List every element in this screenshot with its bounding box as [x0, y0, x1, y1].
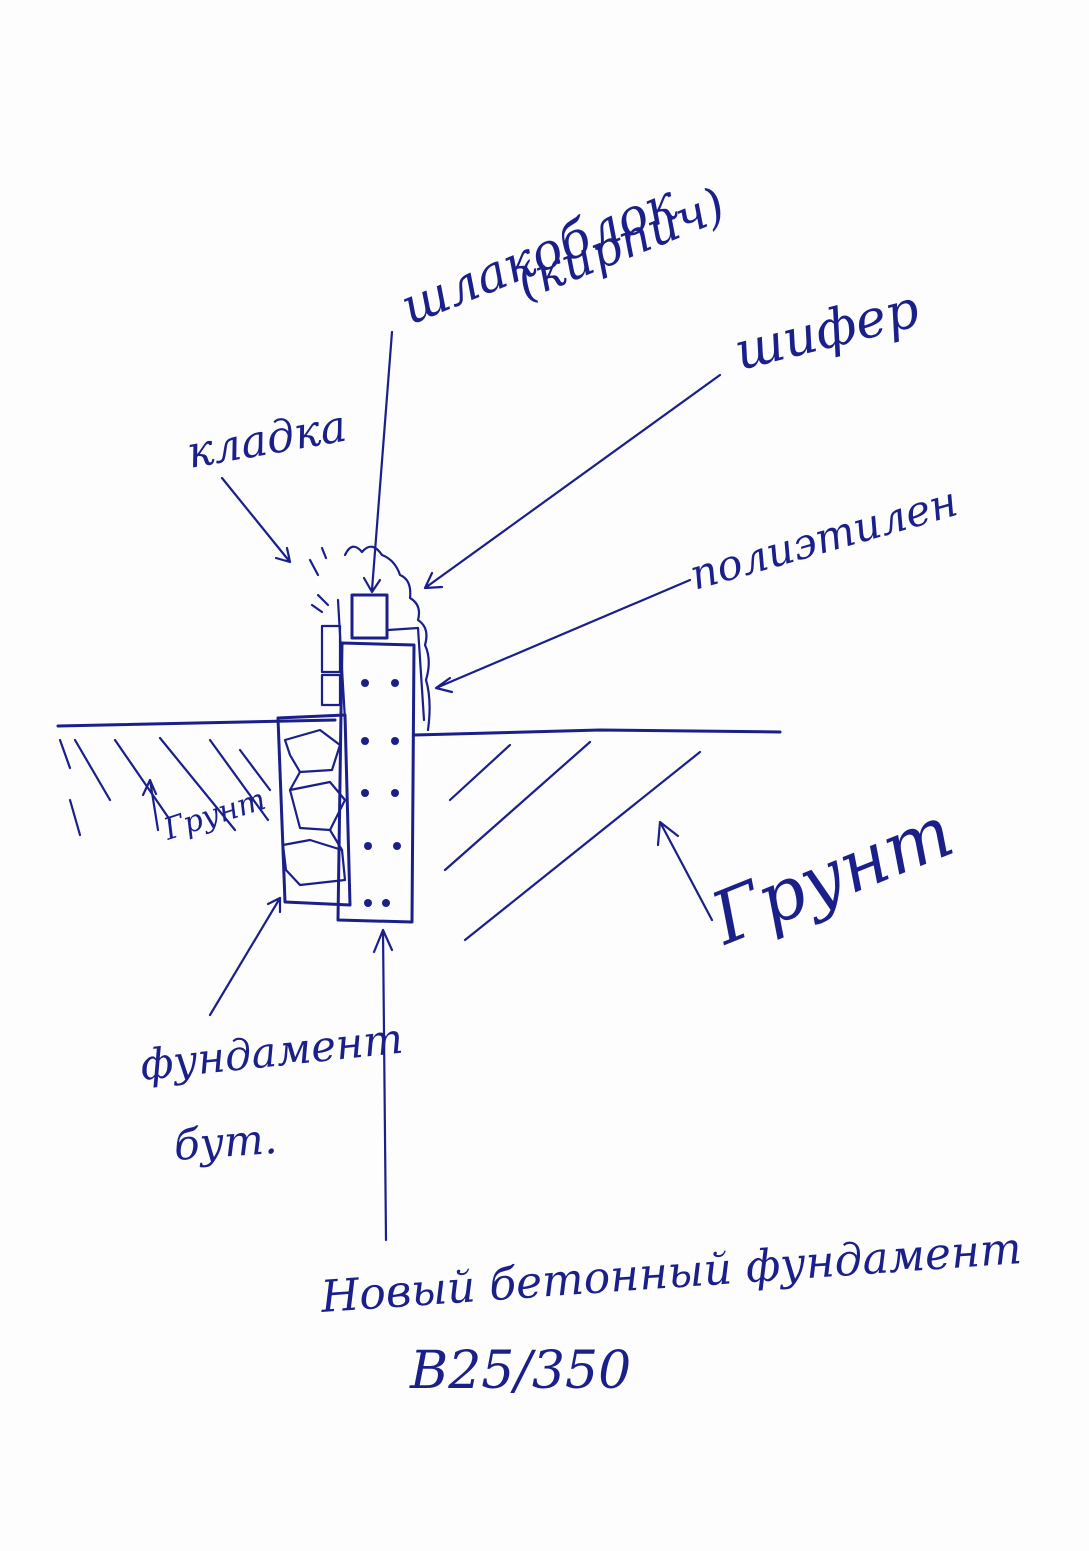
leader-masonry — [220, 476, 292, 564]
soil-hatching-right — [443, 740, 702, 942]
leader-rubble-foundation — [208, 896, 282, 1017]
soil-hatching-left — [58, 736, 272, 837]
arrow-up-soil-right — [656, 820, 714, 922]
label-slate: шифер — [729, 279, 925, 383]
arrow-up-soil-left — [141, 778, 160, 832]
leader-slate — [423, 373, 722, 590]
label-masonry: кладка — [183, 401, 350, 479]
label-new-foundation-line2: B25/350 — [409, 1341, 631, 1401]
label-rubble-foundation-line1: фундамент — [138, 1014, 405, 1090]
cinder-block — [350, 593, 389, 640]
leader-cinder-block — [362, 330, 394, 594]
label-soil-right: Грунт — [698, 789, 964, 962]
leader-polyethylene — [434, 578, 692, 694]
masonry-tick-marks — [308, 546, 330, 614]
polyethylene-layer — [386, 626, 426, 722]
new-concrete-foundation — [336, 641, 416, 924]
label-rubble-foundation-line2: бут. — [172, 1114, 278, 1170]
label-soil-left: Грунт — [159, 782, 270, 848]
masonry-brick-stack — [320, 598, 347, 722]
ground-surface-line — [56, 718, 782, 737]
leader-new-foundation — [372, 928, 394, 1242]
rebar-dots — [361, 679, 401, 907]
label-new-foundation-line1: Новый бетонный фундамент — [318, 1223, 1023, 1323]
slate-covering — [343, 545, 431, 732]
label-polyethylene: полиэтилен — [684, 476, 963, 599]
